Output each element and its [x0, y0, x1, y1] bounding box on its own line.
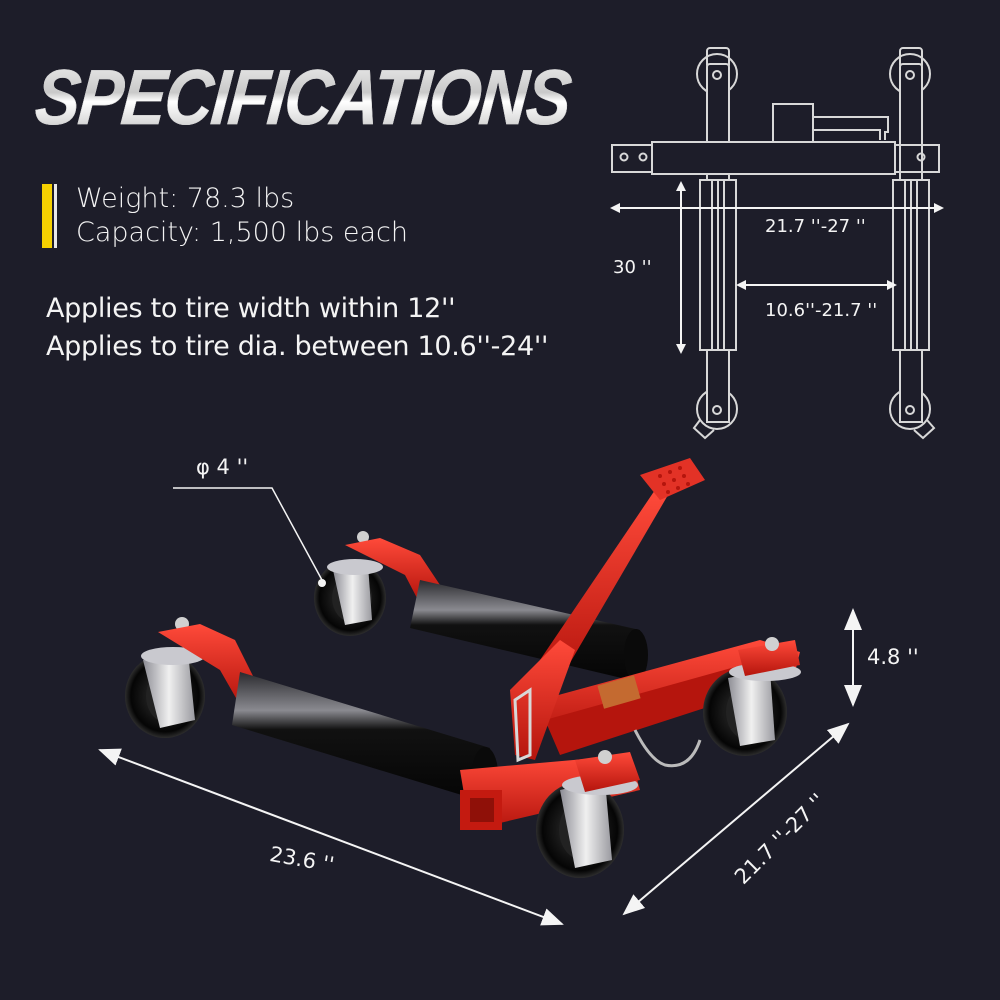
tire-width-note: Applies to tire width within 12'': [46, 293, 456, 324]
weight-spec: Weight: 78.3 lbs: [76, 183, 295, 214]
overall-width-label: 21.7 ''-27 '': [765, 216, 866, 237]
roller-icon: [232, 672, 498, 801]
wheel-diameter-leader: [173, 487, 323, 581]
caster-wheel-icon: [125, 617, 205, 738]
tire-diameter-note: Applies to tire dia. between 10.6''-24'': [46, 331, 549, 362]
inner-width-label: 10.6''-21.7 '': [765, 300, 878, 321]
wheel-diameter-label: φ 4 '': [196, 455, 249, 479]
length-arrow: [98, 748, 564, 926]
spec-summary: Weight: 78.3 lbs Capacity: 1,500 lbs eac…: [40, 182, 408, 250]
applicability-notes: Applies to tire width within 12'' Applie…: [46, 290, 548, 366]
caster-arm: [158, 624, 260, 705]
width-arrow: [622, 722, 850, 916]
height-label: 4.8 '': [867, 645, 919, 669]
accent-bar: [42, 184, 54, 248]
caster-wheel-icon: [314, 531, 386, 636]
length-label: 30 '': [613, 257, 652, 278]
dolly-outline-icon: [611, 47, 940, 440]
capacity-spec: Capacity: 1,500 lbs each: [76, 217, 408, 248]
caster-arm: [345, 538, 440, 600]
roller-icon: [410, 580, 648, 681]
